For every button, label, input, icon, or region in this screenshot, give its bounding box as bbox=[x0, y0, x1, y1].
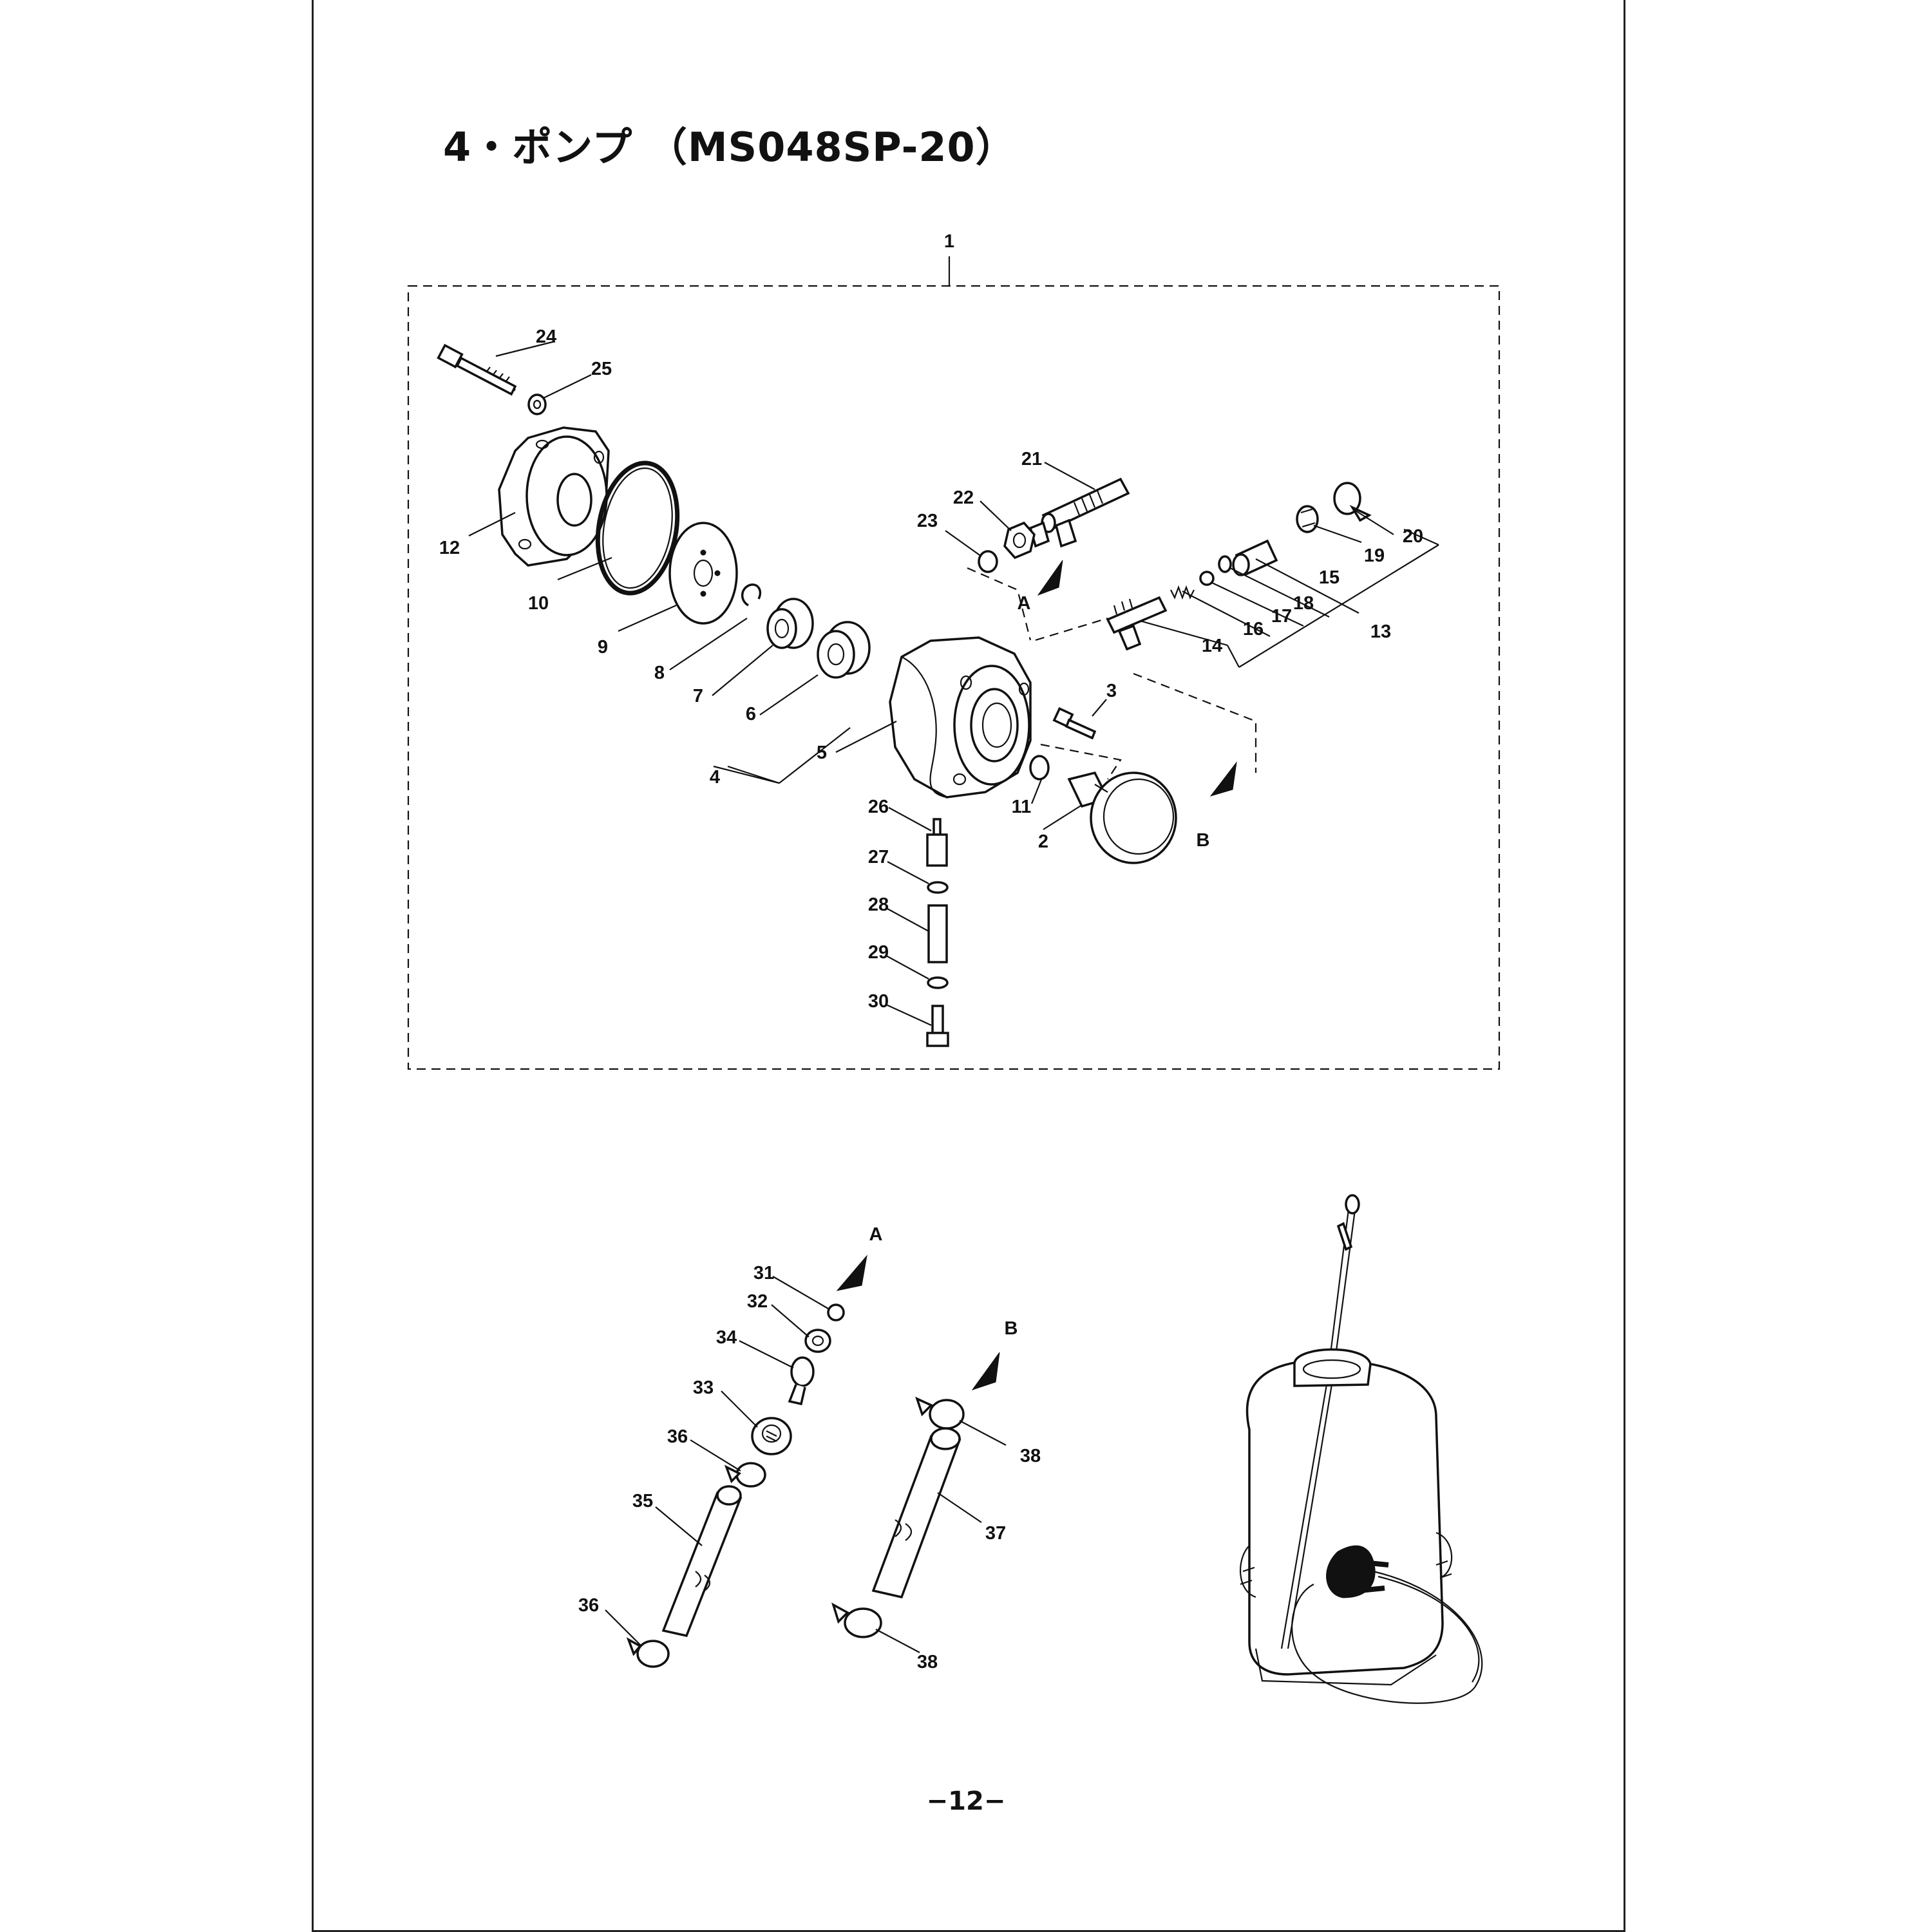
part-20-hose-clamp bbox=[1333, 482, 1372, 522]
callout-25: 25 bbox=[591, 359, 612, 379]
part-19-strainer bbox=[1296, 505, 1319, 533]
connector-line-b bbox=[1133, 672, 1257, 773]
callout-12: 12 bbox=[439, 538, 460, 558]
part-22-nut bbox=[1003, 521, 1036, 560]
callout-38-lower: 38 bbox=[917, 1652, 938, 1672]
part-30-bolt bbox=[926, 1005, 949, 1047]
connector-line-3 bbox=[1040, 743, 1122, 780]
part-5-pump-housing bbox=[889, 636, 1032, 799]
callout-2: 2 bbox=[1038, 831, 1048, 852]
callout-21: 21 bbox=[1021, 449, 1042, 469]
part-38-clamp-lower bbox=[831, 1602, 882, 1638]
part-24-bolt bbox=[437, 343, 517, 396]
callout-3: 3 bbox=[1106, 681, 1117, 701]
callout-36-lower: 36 bbox=[578, 1595, 599, 1616]
callout-16: 16 bbox=[1243, 619, 1264, 639]
part-36-clamp-upper bbox=[724, 1462, 766, 1488]
part-27-washer bbox=[927, 881, 949, 894]
part-16-spring bbox=[1170, 585, 1195, 600]
callout-33: 33 bbox=[693, 1378, 714, 1398]
part-10-o-ring bbox=[595, 460, 680, 596]
part-38-clamp-upper bbox=[915, 1396, 965, 1430]
assembly-boundary-box bbox=[407, 285, 1501, 1070]
part-14-elbow bbox=[1106, 596, 1168, 651]
connector-line-a bbox=[967, 567, 1032, 641]
part-23-o-ring bbox=[978, 550, 998, 573]
part-9-diaphragm-plate bbox=[668, 522, 738, 625]
connector-label-b-bottom: B bbox=[1005, 1318, 1018, 1339]
part-8-clip bbox=[741, 583, 762, 607]
callout-35: 35 bbox=[632, 1491, 653, 1511]
callout-28: 28 bbox=[868, 895, 889, 915]
leader-lines bbox=[468, 340, 1439, 1027]
callout-6: 6 bbox=[746, 704, 756, 724]
part-17-ball bbox=[1199, 571, 1215, 586]
arrow-b-bottom bbox=[971, 1352, 1000, 1390]
part-36-clamp-lower bbox=[626, 1637, 670, 1668]
part-35-hose bbox=[661, 1485, 743, 1638]
part-29-washer bbox=[927, 976, 949, 989]
callout-1: 1 bbox=[944, 231, 954, 252]
part-18-o-ring bbox=[1218, 555, 1232, 573]
callout-11: 11 bbox=[1012, 797, 1032, 817]
callout-31: 31 bbox=[753, 1263, 774, 1283]
callout-23: 23 bbox=[917, 511, 938, 531]
lower-assembly-a bbox=[605, 1255, 867, 1668]
callout-9: 9 bbox=[598, 637, 608, 658]
part-7-valve bbox=[766, 598, 814, 649]
callout-19: 19 bbox=[1364, 545, 1385, 566]
callout-15: 15 bbox=[1319, 567, 1340, 588]
part-31-disc bbox=[827, 1303, 845, 1321]
callout-37: 37 bbox=[985, 1523, 1006, 1544]
page-frame bbox=[312, 0, 1625, 1932]
callout-20: 20 bbox=[1403, 526, 1423, 547]
callout-10: 10 bbox=[528, 593, 549, 614]
part-6-seal bbox=[817, 621, 871, 679]
connector-label-a-bottom: A bbox=[869, 1224, 883, 1245]
callout-4: 4 bbox=[710, 767, 720, 788]
page-title: 4・ポンプ （MS048SP-20） bbox=[443, 124, 1016, 171]
callout-34: 34 bbox=[716, 1327, 737, 1348]
callout-7: 7 bbox=[693, 686, 703, 706]
callout-24: 24 bbox=[536, 327, 556, 347]
callout-38-upper: 38 bbox=[1020, 1446, 1041, 1466]
callout-26: 26 bbox=[868, 797, 889, 817]
part-15-filter-cup bbox=[1232, 539, 1278, 576]
callout-29: 29 bbox=[868, 942, 889, 963]
part-28-spacer bbox=[927, 904, 948, 963]
callout-17: 17 bbox=[1271, 606, 1292, 627]
callout-27: 27 bbox=[868, 847, 889, 867]
sprayer-overview-illustration bbox=[1239, 1194, 1483, 1704]
arrow-b-top bbox=[1209, 761, 1237, 797]
callout-32: 32 bbox=[747, 1291, 768, 1312]
connector-label-b-top: B bbox=[1197, 830, 1210, 851]
page-number: −12− bbox=[926, 1786, 1006, 1816]
part-11-o-ring bbox=[1029, 755, 1050, 781]
arrow-a-top bbox=[1037, 560, 1063, 596]
part-33-nut bbox=[751, 1417, 792, 1455]
lower-assembly-b bbox=[831, 1352, 1007, 1653]
part-32-washer bbox=[804, 1329, 831, 1353]
part-3-bolt bbox=[1052, 706, 1097, 740]
callout-5: 5 bbox=[817, 743, 827, 763]
arrow-a-bottom bbox=[836, 1255, 867, 1291]
part-25-washer bbox=[527, 393, 547, 415]
part-37-hose bbox=[871, 1427, 961, 1599]
callout-18: 18 bbox=[1293, 593, 1314, 614]
connector-label-a-top: A bbox=[1018, 593, 1031, 614]
callout-14: 14 bbox=[1202, 636, 1222, 656]
callout-8: 8 bbox=[654, 663, 665, 683]
callout-30: 30 bbox=[868, 991, 889, 1012]
part-2-pressure-chamber bbox=[1067, 771, 1177, 864]
callout-13: 13 bbox=[1370, 621, 1391, 642]
callout-36-upper: 36 bbox=[667, 1426, 688, 1447]
part-26-stud bbox=[926, 818, 948, 867]
callout-22: 22 bbox=[953, 488, 974, 508]
part-34-fitting bbox=[788, 1356, 815, 1406]
part-21-elbow-fitting bbox=[1028, 477, 1130, 548]
part-12-cover-plate bbox=[498, 426, 610, 567]
